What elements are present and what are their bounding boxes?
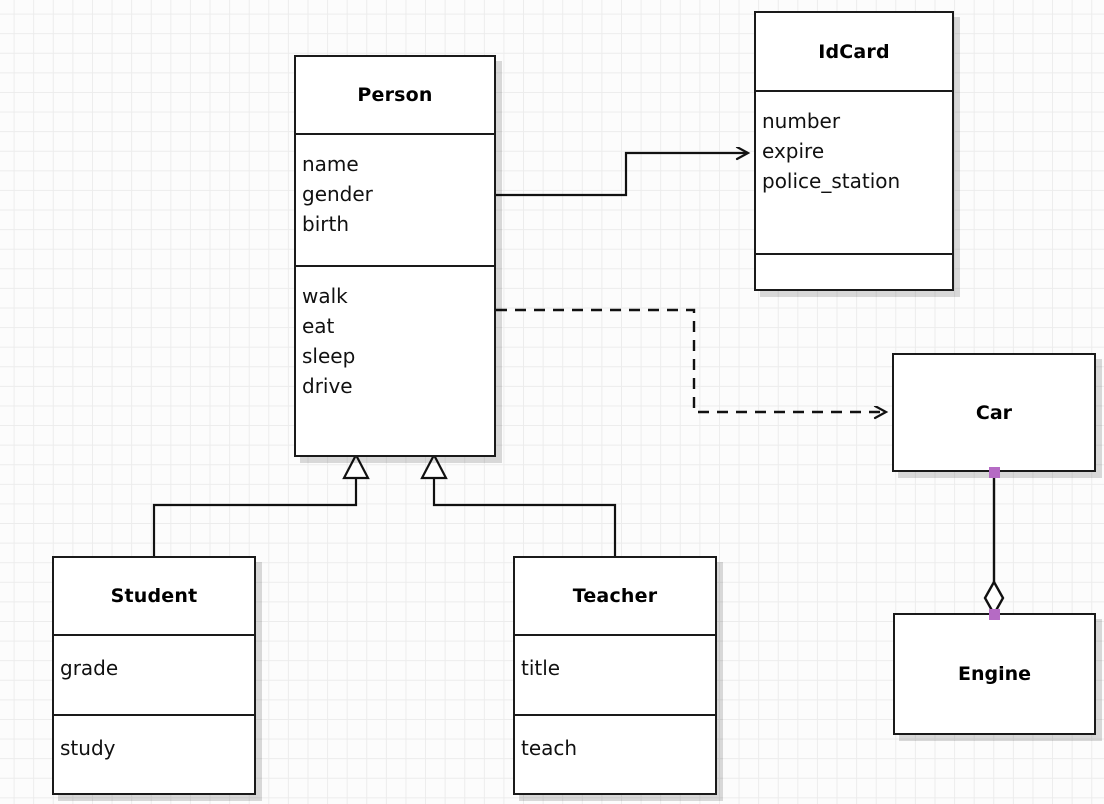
- class-person-attributes: name gender birth: [296, 133, 494, 265]
- edge-student-person[interactable]: [152, 452, 370, 556]
- class-person-operations: walk eat sleep drive: [296, 265, 494, 455]
- class-idcard-title: IdCard: [818, 40, 890, 63]
- class-person-title: Person: [357, 84, 433, 106]
- class-person[interactable]: Person name gender birth walk eat sleep …: [294, 55, 496, 457]
- class-car[interactable]: Car: [892, 353, 1096, 472]
- edge-teacher-person[interactable]: [420, 452, 617, 556]
- class-teacher-title: Teacher: [572, 585, 658, 607]
- edge-handle-car-end[interactable]: [989, 467, 1000, 478]
- class-teacher[interactable]: Teacher title teach: [513, 556, 717, 795]
- class-student[interactable]: Student grade study: [52, 556, 256, 795]
- class-student-operations: study: [54, 714, 254, 797]
- edge-car-engine[interactable]: [983, 472, 1005, 617]
- class-engine-title: Engine: [957, 663, 1032, 685]
- class-student-attributes: grade: [54, 634, 254, 714]
- class-car-title: Car: [975, 401, 1013, 424]
- edge-person-car[interactable]: [496, 308, 886, 412]
- edge-person-idcard[interactable]: [494, 153, 748, 197]
- class-idcard-operations: [756, 253, 952, 293]
- class-student-title: Student: [110, 585, 198, 607]
- class-idcard-attributes: number expire police_station: [756, 90, 952, 253]
- class-idcard[interactable]: IdCard number expire police_station: [754, 11, 954, 291]
- class-teacher-attributes: title: [515, 634, 715, 714]
- class-teacher-operations: teach: [515, 714, 715, 797]
- class-engine[interactable]: Engine: [893, 613, 1096, 735]
- edge-handle-engine-end[interactable]: [989, 609, 1000, 620]
